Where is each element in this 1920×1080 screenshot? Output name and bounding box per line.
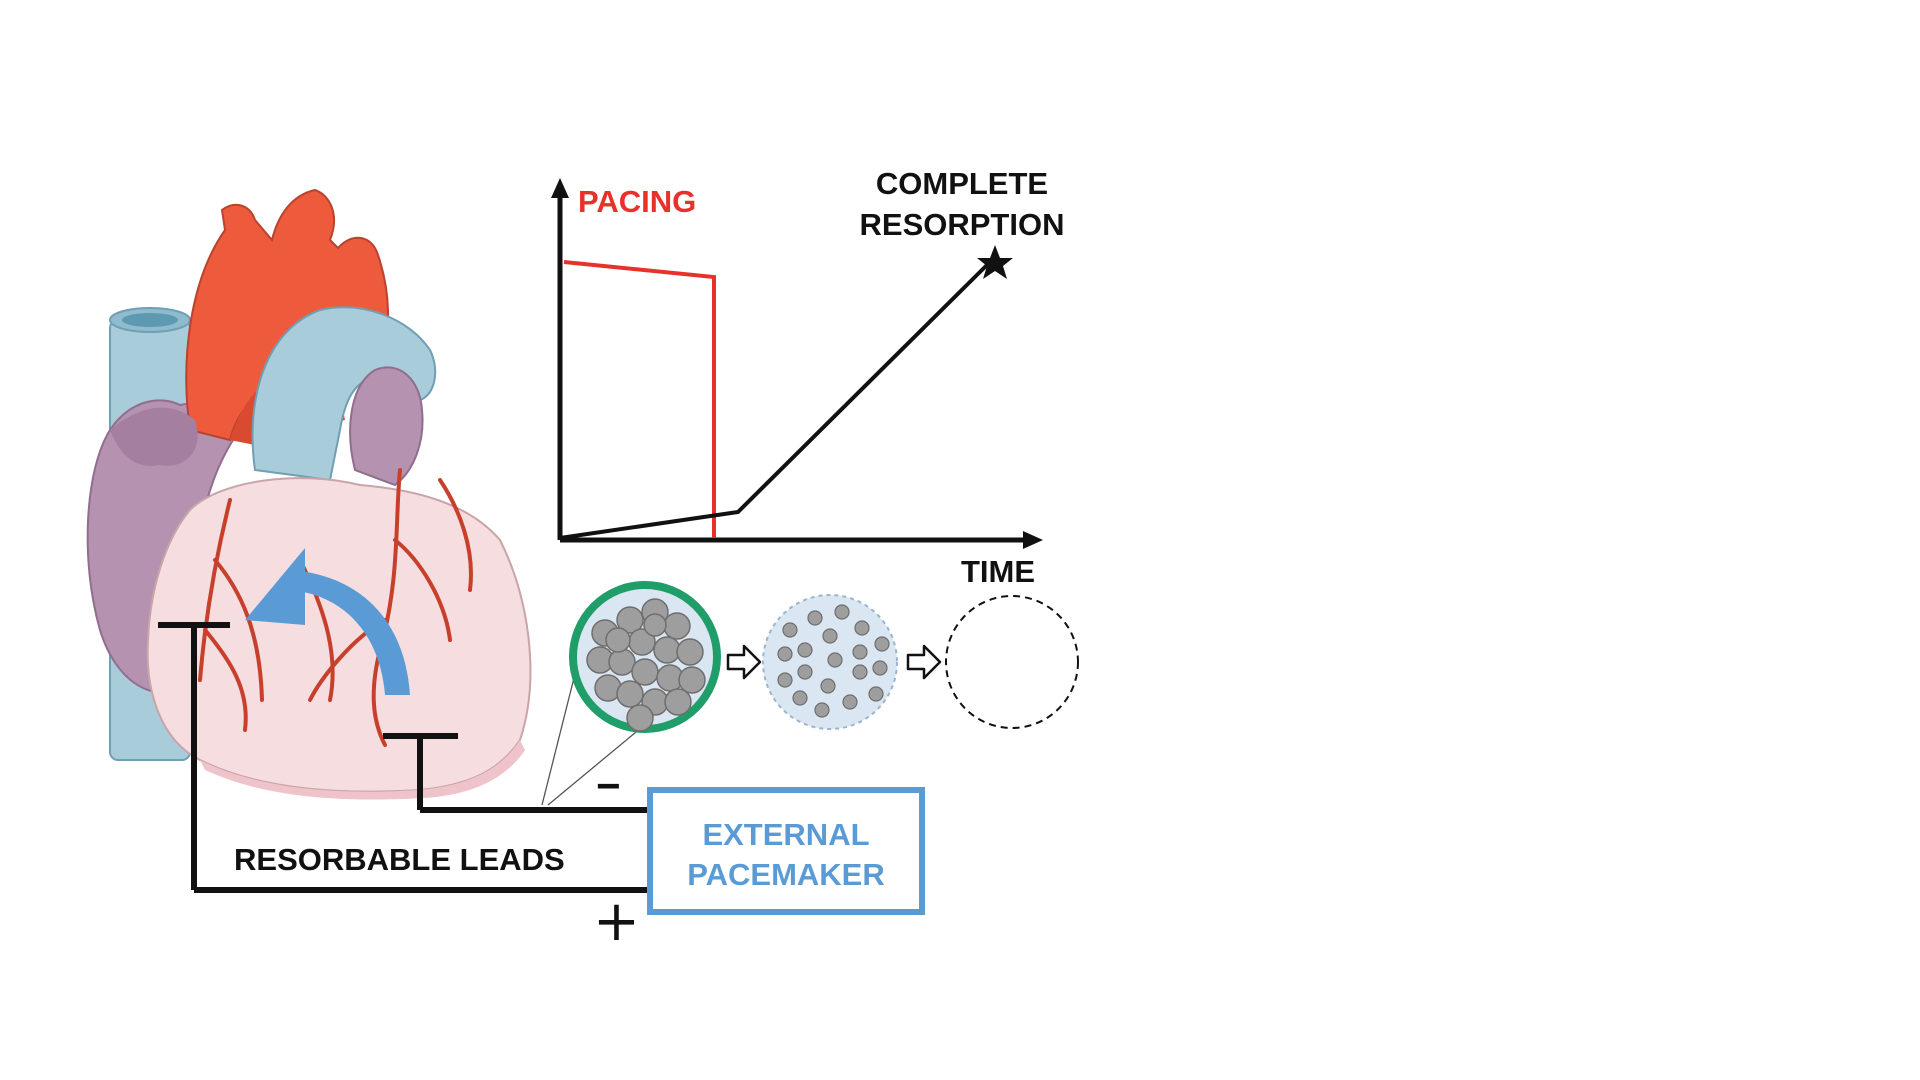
fully-resorbed-outline (945, 595, 1079, 729)
coronary-arteries (198, 468, 473, 747)
negative-terminal-sign: − (596, 762, 621, 809)
external-pacemaker-box: EXTERNAL PACEMAKER (647, 787, 925, 915)
resorbable-leads-label: RESORBABLE LEADS (234, 842, 565, 877)
pacing-resorption-graph: PACING COMPLETE RESORPTION TIME (551, 166, 1064, 589)
time-axis-label: TIME (961, 554, 1035, 589)
resorption-label-line1: COMPLETE (876, 166, 1048, 201)
pacing-curve (563, 260, 716, 538)
resorption-curve (559, 260, 992, 540)
rotation-arrow (245, 548, 410, 695)
resorbable-leads (158, 622, 650, 893)
heart-illustration (86, 188, 532, 800)
graph-axes (551, 178, 1043, 549)
partially-resorbed-cross-section (762, 594, 898, 730)
right-atrium-appendage (349, 366, 424, 487)
arrow-right-outline-icon (906, 644, 942, 680)
positive-terminal-sign: + (593, 889, 640, 954)
arrow-right-outline-icon (726, 644, 762, 680)
pacing-label: PACING (578, 184, 696, 219)
resorption-label-line2: RESORPTION (860, 207, 1065, 242)
star-icon (977, 245, 1013, 279)
pacemaker-label-line1: EXTERNAL (702, 817, 869, 852)
intact-lead-cross-section (569, 581, 721, 733)
pacemaker-label-line2: PACEMAKER (687, 857, 885, 892)
